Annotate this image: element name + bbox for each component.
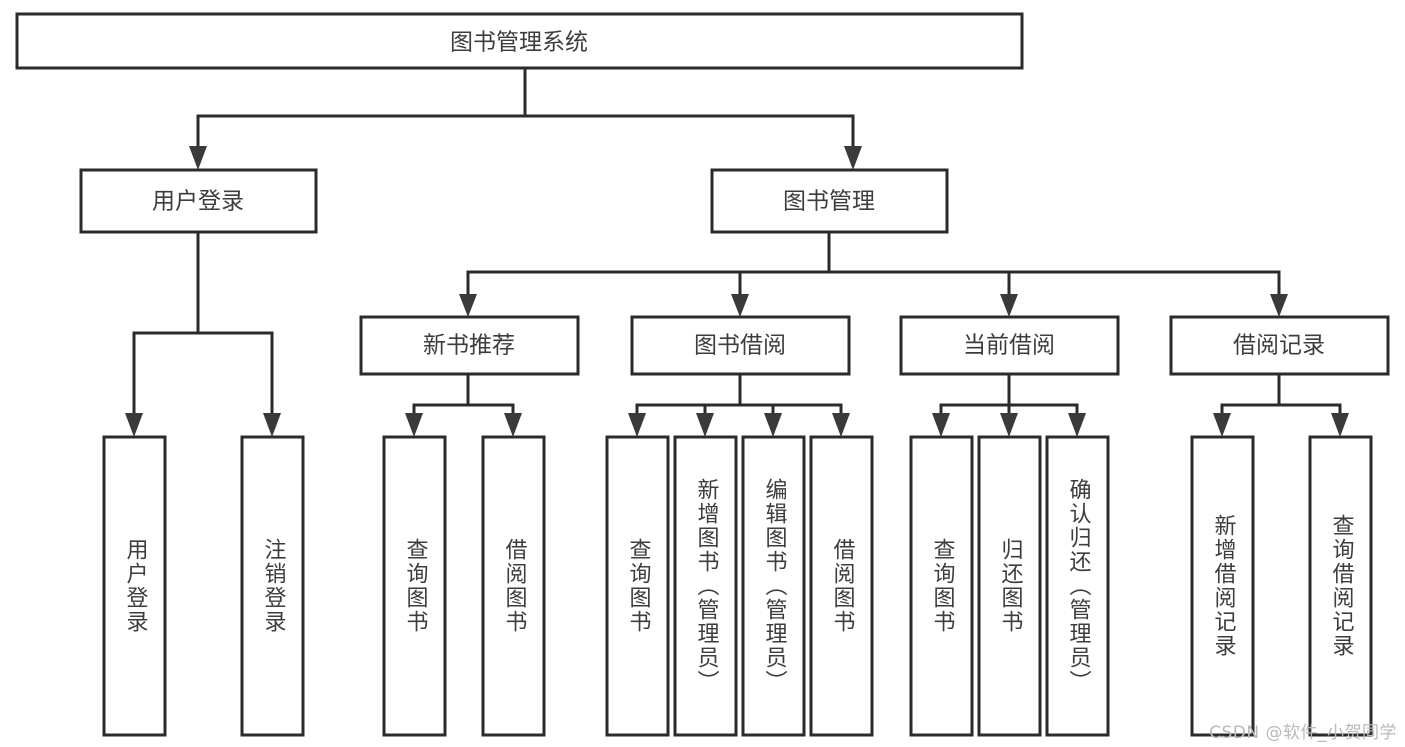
node-user-login[interactable]: 用户登录 (79, 168, 318, 234)
node-root-label: 图书管理系统 (450, 30, 588, 56)
leaf-boxes (102, 435, 1373, 737)
leaf-box-query-book-recommend[interactable] (382, 435, 447, 737)
arrow-to-leaf-user-login (125, 413, 143, 437)
leaf-box-borrow-book[interactable] (809, 435, 874, 737)
arrow-to-current-borrow (1000, 294, 1018, 317)
arrow-to-leaf-logout-login (263, 413, 281, 437)
arrow-to-user-login (189, 146, 207, 170)
node-current-borrow-label: 当前借阅 (963, 333, 1055, 359)
node-borrow-record-label: 借阅记录 (1233, 333, 1325, 359)
leaf-box-query-book-borrow[interactable] (605, 435, 670, 737)
arrow-to-leaf-edit-book (764, 413, 782, 437)
node-book-borrow-label: 图书借阅 (694, 333, 786, 359)
node-book-borrow[interactable]: 图书借阅 (630, 315, 851, 376)
node-user-login-label: 用户登录 (152, 189, 244, 215)
leaf-box-confirm-return[interactable] (1045, 435, 1110, 737)
arrow-to-leaf-query-borrow-record (1331, 413, 1349, 437)
node-book-management[interactable]: 图书管理 (710, 168, 949, 234)
arrow-to-borrow-record (1270, 294, 1288, 317)
leaf-box-return-book[interactable] (977, 435, 1042, 737)
leaf-box-add-borrow-record[interactable] (1190, 435, 1255, 737)
arrow-to-leaf-return-book (1000, 413, 1018, 437)
arrow-to-leaf-borrow-book-recommend (504, 413, 522, 437)
arrow-to-leaf-query-book-recommend (405, 413, 423, 437)
connector-borrow-record-to-leaves (1213, 372, 1349, 437)
connector-book-management-to-level3 (459, 230, 1288, 317)
node-new-book-recommend[interactable]: 新书推荐 (359, 315, 580, 376)
arrow-to-leaf-borrow-book (832, 413, 850, 437)
arrow-to-leaf-confirm-return (1068, 413, 1086, 437)
leaf-box-add-book[interactable] (673, 435, 738, 737)
connector-root-to-level2 (189, 66, 862, 170)
leaf-box-user-login[interactable] (102, 435, 167, 737)
arrow-to-new-book-recommend (459, 294, 477, 317)
node-root[interactable]: 图书管理系统 (15, 12, 1024, 70)
connector-current-borrow-to-leaves (932, 372, 1086, 437)
leaf-box-query-book-current[interactable] (909, 435, 974, 737)
arrow-to-book-management (844, 146, 862, 170)
arrow-to-leaf-add-borrow-record (1213, 413, 1231, 437)
leaf-box-query-borrow-record[interactable] (1308, 435, 1373, 737)
connector-new-book-recommend-to-leaves (405, 372, 522, 437)
csdn-watermark: CSDN @软件_小贺同学 (1209, 723, 1397, 743)
arrow-to-leaf-query-book-current (932, 413, 950, 437)
node-book-management-label: 图书管理 (783, 189, 875, 215)
arrow-to-leaf-query-book-borrow (628, 413, 646, 437)
node-current-borrow[interactable]: 当前借阅 (899, 315, 1120, 376)
arrow-to-book-borrow (731, 294, 749, 317)
connector-book-borrow-to-leaves (628, 372, 850, 437)
node-borrow-record[interactable]: 借阅记录 (1169, 315, 1390, 376)
connector-user-login-to-leaves (125, 230, 281, 437)
node-new-book-recommend-label: 新书推荐 (423, 333, 515, 359)
leaf-box-edit-book[interactable] (741, 435, 806, 737)
leaf-box-logout-login[interactable] (240, 435, 305, 737)
arrow-to-leaf-add-book (696, 413, 714, 437)
leaf-box-borrow-book-recommend[interactable] (481, 435, 546, 737)
